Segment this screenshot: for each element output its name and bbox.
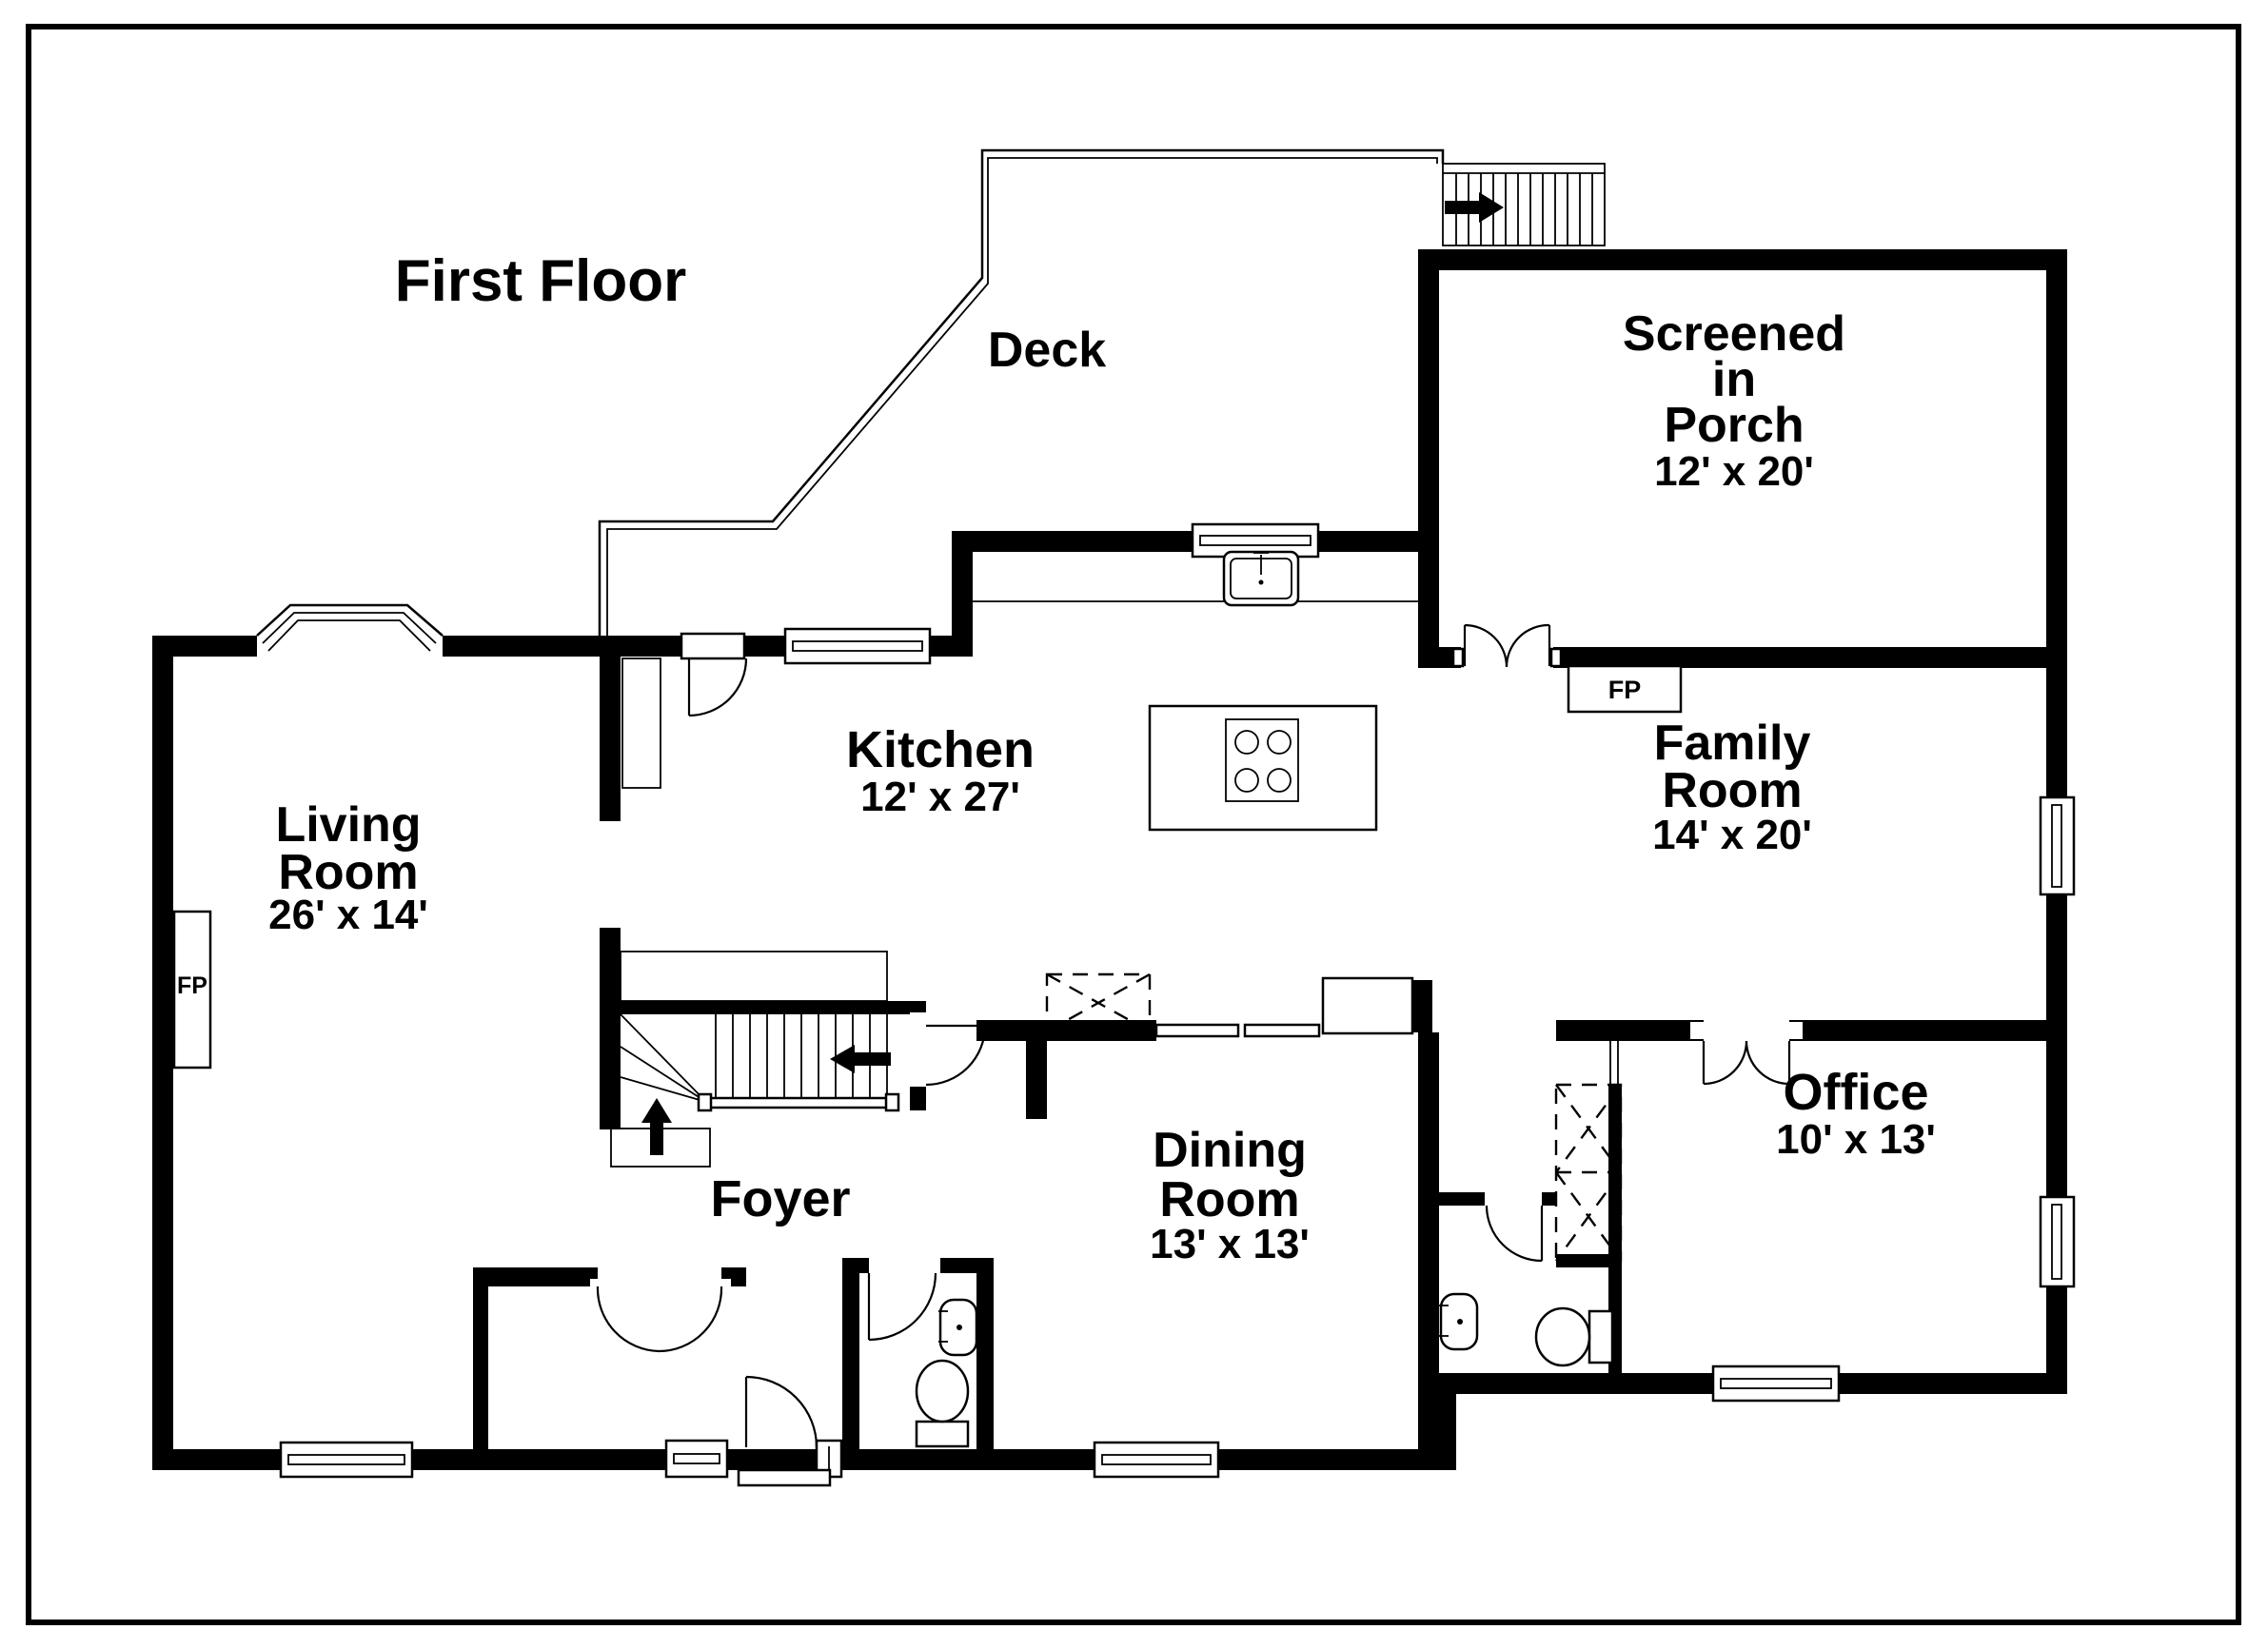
door-front-entry — [737, 1375, 832, 1487]
room-label-foyer: Foyer — [710, 1170, 850, 1227]
fireplace-label-living: FP — [177, 972, 207, 999]
door-jamb — [1549, 647, 1563, 668]
room-dims-dining: 13' x 13' — [1150, 1221, 1310, 1267]
fireplace-living — [172, 910, 212, 1070]
door-closet — [590, 1279, 731, 1353]
window-icon — [1093, 1441, 1220, 1479]
room-dims-office: 10' x 13' — [1776, 1116, 1936, 1163]
door-family-office — [1690, 1022, 1803, 1086]
overhead-feature — [1045, 972, 1152, 1033]
foyer-stairs — [610, 951, 900, 1168]
fixtures — [172, 550, 1683, 1448]
room-label-dining-line2: Room — [1159, 1172, 1299, 1227]
fireplace-label-family: FP — [1608, 676, 1642, 704]
window-icon — [2039, 795, 2076, 896]
deck-outline — [598, 148, 1445, 636]
window-icon — [1711, 1364, 1841, 1403]
cooktop-icon — [1225, 718, 1299, 802]
chimney-shaft — [1554, 1083, 1623, 1263]
window-icon — [2039, 1195, 2076, 1288]
room-label-family-line2: Room — [1662, 763, 1802, 818]
bay-window — [256, 603, 444, 652]
window-icon — [783, 627, 932, 665]
right-arrow-icon — [1445, 192, 1504, 223]
powder1-sink-icon — [938, 1298, 978, 1357]
room-label-porch-line2: in — [1712, 352, 1756, 407]
room-dims-kitchen: 12' x 27' — [860, 774, 1020, 820]
room-label-porch-line1: Screened — [1623, 306, 1845, 362]
walls — [152, 249, 2067, 1470]
room-label-office: Office — [1783, 1064, 1928, 1121]
powder1-toilet-icon — [915, 1359, 970, 1448]
deck-stairs — [1442, 163, 1606, 246]
room-label-porch-line3: Porch — [1664, 398, 1804, 453]
room-label-living-line1: Living — [275, 797, 421, 853]
window-icon — [664, 1439, 729, 1479]
room-label-kitchen: Kitchen — [846, 721, 1035, 778]
door-foyer-hall — [910, 1012, 987, 1087]
up-arrow-icon — [641, 1098, 672, 1155]
labels: First Floor Deck Screened in Porch 12' x… — [177, 248, 1936, 1267]
door-jamb — [1451, 647, 1465, 668]
window-icon — [279, 1441, 414, 1479]
powder2-toilet-icon — [1534, 1306, 1614, 1367]
left-arrow-icon — [830, 1045, 891, 1073]
room-label-deck: Deck — [988, 323, 1106, 378]
windows — [279, 522, 2076, 1479]
page-title: First Floor — [395, 248, 687, 314]
room-label-living-line2: Room — [278, 845, 418, 900]
doors — [590, 623, 1803, 1487]
kitchen-sink-icon — [1222, 550, 1300, 607]
powder2-sink-icon — [1439, 1292, 1479, 1351]
door-kitchen-deck — [680, 632, 748, 717]
room-dims-living: 26' x 14' — [268, 892, 428, 938]
door-powder1 — [867, 1272, 937, 1342]
pocket-door — [1609, 1041, 1619, 1085]
kitchen-island — [1148, 704, 1378, 832]
room-label-family-line1: Family — [1654, 716, 1811, 771]
door-family-porch — [1463, 623, 1551, 668]
room-label-dining-line1: Dining — [1153, 1123, 1307, 1178]
kitchen-counter-side — [621, 658, 661, 789]
cased-openings — [1154, 976, 1414, 1038]
room-dims-family: 14' x 20' — [1652, 812, 1812, 858]
page-border — [26, 24, 2241, 1625]
door-powder2 — [1485, 1205, 1544, 1263]
room-dims-porch: 12' x 20' — [1654, 448, 1814, 495]
fireplace-family — [1567, 664, 1683, 714]
